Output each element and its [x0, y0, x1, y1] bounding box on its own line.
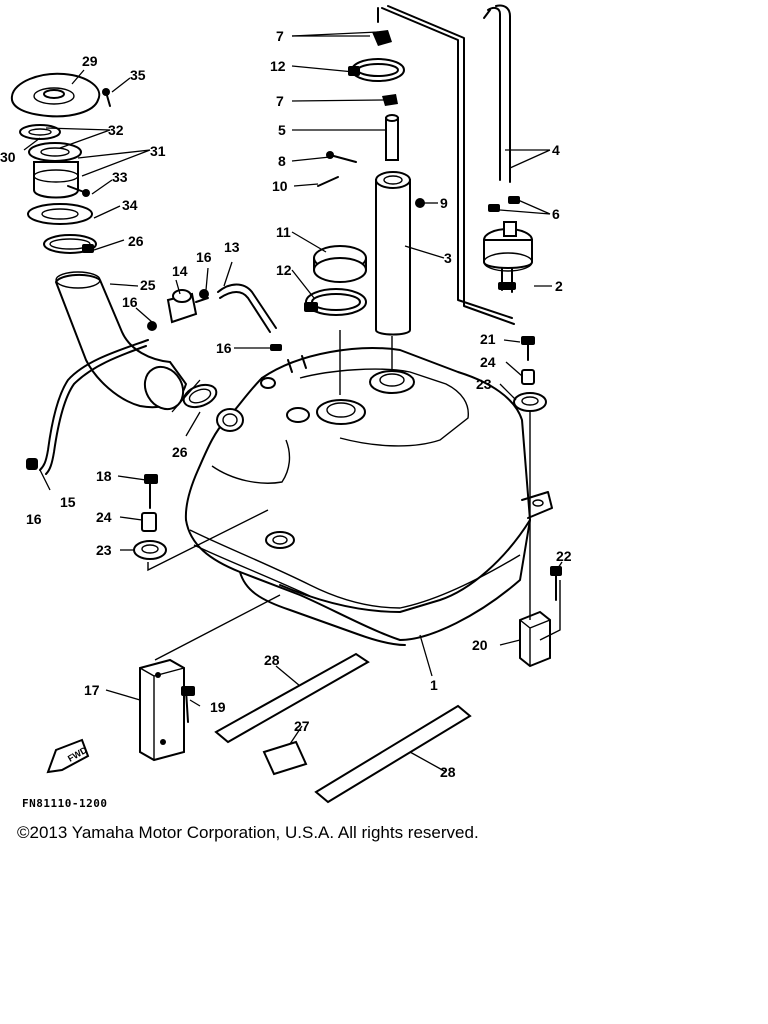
- callout-12-top: 12: [270, 58, 286, 74]
- callout-13: 13: [224, 239, 240, 255]
- callout-9: 9: [440, 195, 448, 211]
- callout-3: 3: [444, 250, 452, 266]
- callout-29: 29: [82, 53, 98, 69]
- callout-4: 4: [552, 142, 560, 158]
- callout-16-c: 16: [216, 340, 232, 356]
- callout-5: 5: [278, 122, 286, 138]
- tank-pads: [214, 652, 472, 804]
- callout-15: 15: [60, 494, 76, 510]
- callout-19: 19: [210, 699, 226, 715]
- callout-35: 35: [130, 67, 146, 83]
- callout-27: 27: [294, 718, 310, 734]
- callout-31: 31: [150, 143, 166, 159]
- callout-1: 1: [430, 677, 438, 693]
- forward-direction-arrow: FWD: [46, 738, 90, 774]
- callout-34: 34: [122, 197, 138, 213]
- callout-16-a: 16: [122, 294, 138, 310]
- callout-32: 32: [108, 122, 124, 138]
- callout-24-b: 24: [480, 354, 496, 370]
- valve-hose-assembly: [147, 283, 282, 351]
- callout-24-a: 24: [96, 509, 112, 525]
- callout-23-b: 23: [476, 376, 492, 392]
- filler-cap-assembly: [10, 72, 218, 475]
- callout-28-a: 28: [264, 652, 280, 668]
- callout-21: 21: [480, 331, 496, 347]
- callout-33: 33: [112, 169, 128, 185]
- callout-16-d: 16: [26, 511, 42, 527]
- callout-leaders: [23, 31, 563, 773]
- callout-11: 11: [276, 224, 291, 240]
- callout-14: 14: [172, 263, 188, 279]
- callout-8: 8: [278, 153, 286, 169]
- callout-7-mid: 7: [276, 93, 284, 109]
- callout-28-b: 28: [440, 764, 456, 780]
- copyright-notice: ©2013 Yamaha Motor Corporation, U.S.A. A…: [17, 823, 479, 842]
- fuel-pickup-assembly: [304, 30, 425, 395]
- callout-17: 17: [84, 682, 100, 698]
- mount-bracket-rear: [513, 336, 562, 668]
- callout-16-b: 16: [196, 249, 212, 265]
- callout-numbers: 7 12 7 5 8 10 9 11 12 3 4 6 2 29 35 32 3…: [0, 28, 572, 780]
- mount-bracket-front: [133, 474, 281, 762]
- callout-12-low: 12: [276, 262, 292, 278]
- callout-7-top: 7: [276, 28, 284, 44]
- callout-10: 10: [272, 178, 288, 194]
- diagram-code: FN81110-1200: [22, 797, 108, 810]
- fuel-tank: [184, 347, 553, 646]
- vent-line-assembly: [377, 4, 533, 325]
- callout-22: 22: [556, 548, 572, 564]
- callout-2: 2: [555, 278, 563, 294]
- callout-26-top: 26: [128, 233, 144, 249]
- callout-23-a: 23: [96, 542, 112, 558]
- callout-26-low: 26: [172, 444, 188, 460]
- callout-6: 6: [552, 206, 560, 222]
- callout-25: 25: [140, 277, 156, 293]
- callout-18: 18: [96, 468, 112, 484]
- callout-30: 30: [0, 149, 16, 165]
- callout-20: 20: [472, 637, 488, 653]
